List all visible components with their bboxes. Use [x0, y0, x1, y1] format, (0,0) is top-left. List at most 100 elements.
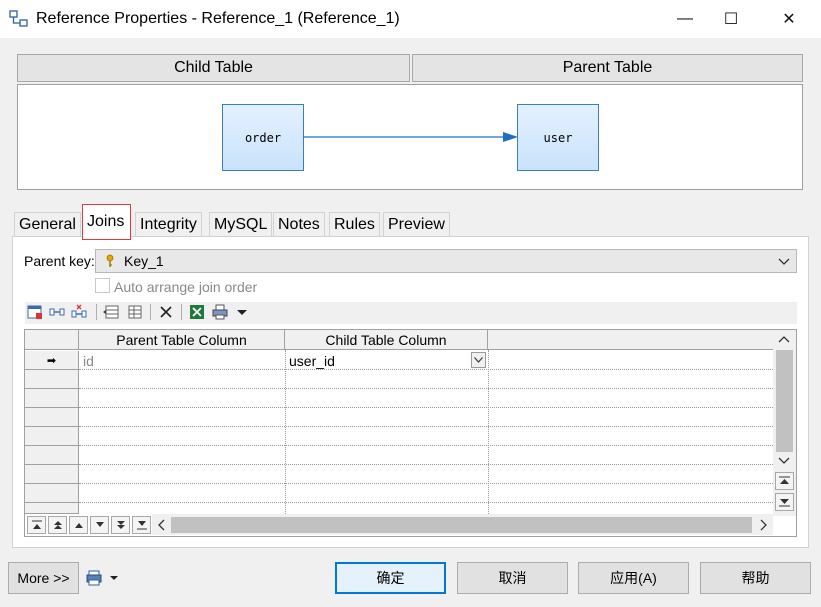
move-top-button[interactable]: [27, 516, 46, 534]
auto-arrange-checkbox[interactable]: [95, 278, 110, 293]
row-divider: [79, 407, 773, 408]
document-print-icon: [86, 570, 102, 586]
row-divider: [79, 426, 773, 427]
row-header[interactable]: [25, 427, 79, 446]
move-top-icon: [31, 520, 42, 529]
current-row-arrow-icon: ➡: [46, 354, 57, 367]
grid-corner-header: [25, 330, 79, 350]
move-page-up-icon: [53, 521, 62, 529]
printer-menu-button[interactable]: [86, 569, 122, 587]
row-header[interactable]: [25, 370, 79, 389]
tab-notes[interactable]: Notes: [273, 212, 325, 236]
row-header[interactable]: [25, 503, 79, 514]
parent-column-header[interactable]: Parent Table Column: [79, 330, 285, 350]
tab-preview[interactable]: Preview: [383, 212, 450, 236]
scroll-page-up-button[interactable]: [775, 472, 794, 490]
horizontal-scroll-thumb[interactable]: [171, 517, 752, 533]
move-down-button[interactable]: [90, 516, 109, 534]
parent-column-cell[interactable]: id: [83, 352, 94, 369]
maximize-icon: ☐: [723, 11, 739, 28]
child-column-header[interactable]: Child Table Column: [285, 330, 488, 350]
page-up-icon: [779, 476, 790, 484]
chevron-down-icon: [474, 357, 483, 363]
row-header[interactable]: [25, 446, 79, 465]
reference-link-arrow: [303, 132, 518, 142]
row-header-selected[interactable]: ➡: [25, 351, 79, 370]
help-button[interactable]: 帮助: [700, 562, 811, 594]
scroll-page-down-button[interactable]: [775, 493, 794, 511]
cancel-button[interactable]: 取消: [457, 562, 568, 594]
tab-joins-label: Joins: [87, 213, 125, 230]
move-bottom-button[interactable]: [132, 516, 151, 534]
excel-export-icon[interactable]: [189, 304, 205, 320]
parent-table-box[interactable]: user: [517, 104, 599, 171]
minimize-button[interactable]: —: [662, 0, 708, 38]
ok-button[interactable]: 确定: [335, 562, 446, 594]
column-divider: [488, 350, 489, 514]
properties-icon[interactable]: [27, 304, 43, 320]
toolbar-separator: [96, 304, 97, 320]
child-column-value: user_id: [289, 352, 335, 369]
add-row-icon[interactable]: [49, 304, 65, 320]
move-down-icon: [95, 522, 104, 527]
tab-joins-active[interactable]: Joins: [82, 204, 131, 240]
child-table-name: order: [244, 130, 282, 145]
delete-icon[interactable]: [158, 304, 174, 320]
parent-key-select[interactable]: Key_1: [95, 249, 797, 273]
key-icon: [106, 254, 114, 267]
toolbar-separator: [150, 304, 151, 320]
more-button[interactable]: More >>: [8, 562, 79, 594]
child-column-dropdown-button[interactable]: [471, 352, 486, 368]
add-row-end-icon[interactable]: [126, 304, 142, 320]
row-header[interactable]: [25, 465, 79, 484]
tab-rules[interactable]: Rules: [329, 212, 380, 236]
scroll-left-icon[interactable]: [156, 519, 166, 531]
close-icon: ✕: [782, 11, 796, 28]
tab-mysql[interactable]: MySQL: [209, 212, 273, 236]
empty-column-header: [488, 330, 773, 350]
scroll-down-icon[interactable]: [778, 456, 790, 466]
parent-table-header[interactable]: Parent Table: [412, 54, 803, 82]
vertical-scroll-thumb[interactable]: [776, 350, 793, 452]
close-button[interactable]: ✕: [766, 0, 812, 38]
row-divider: [79, 483, 773, 484]
row-divider: [79, 502, 773, 503]
page-down-icon: [779, 499, 790, 507]
parent-table-name: user: [543, 130, 573, 145]
tab-integrity[interactable]: Integrity: [135, 212, 202, 236]
parent-key-value: Key_1: [124, 253, 164, 269]
row-divider: [79, 369, 773, 370]
move-up-icon: [74, 523, 83, 528]
row-header[interactable]: [25, 389, 79, 408]
auto-arrange-label: Auto arrange join order: [114, 279, 258, 295]
row-header[interactable]: [25, 408, 79, 427]
toolbar-separator: [181, 304, 182, 320]
move-bottom-icon: [136, 521, 147, 530]
minimize-icon: —: [677, 10, 693, 27]
maximize-button[interactable]: ☐: [708, 0, 754, 38]
row-divider: [79, 464, 773, 465]
scroll-up-icon[interactable]: [778, 334, 790, 344]
chevron-down-icon: [778, 258, 790, 265]
child-table-header[interactable]: Child Table: [17, 54, 410, 82]
row-header[interactable]: [25, 484, 79, 503]
delete-join-icon[interactable]: [71, 304, 87, 320]
chevron-down-icon: [110, 576, 118, 580]
window-title: Reference Properties - Reference_1 (Refe…: [36, 10, 400, 27]
row-divider: [79, 388, 773, 389]
chevron-down-icon[interactable]: [234, 304, 250, 320]
tab-general[interactable]: General: [14, 212, 81, 236]
child-column-cell[interactable]: user_id: [285, 351, 488, 370]
apply-button[interactable]: 应用(A): [578, 562, 689, 594]
move-page-up-button[interactable]: [48, 516, 67, 534]
child-table-box[interactable]: order: [222, 104, 304, 171]
column-divider: [285, 350, 286, 514]
scroll-right-icon[interactable]: [759, 519, 769, 531]
insert-row-icon[interactable]: [103, 304, 119, 320]
move-up-button[interactable]: [69, 516, 88, 534]
reference-app-icon: [9, 10, 28, 27]
print-icon[interactable]: [212, 304, 228, 320]
move-page-down-icon: [116, 521, 125, 529]
title-bar: [0, 0, 821, 38]
move-page-down-button[interactable]: [111, 516, 130, 534]
